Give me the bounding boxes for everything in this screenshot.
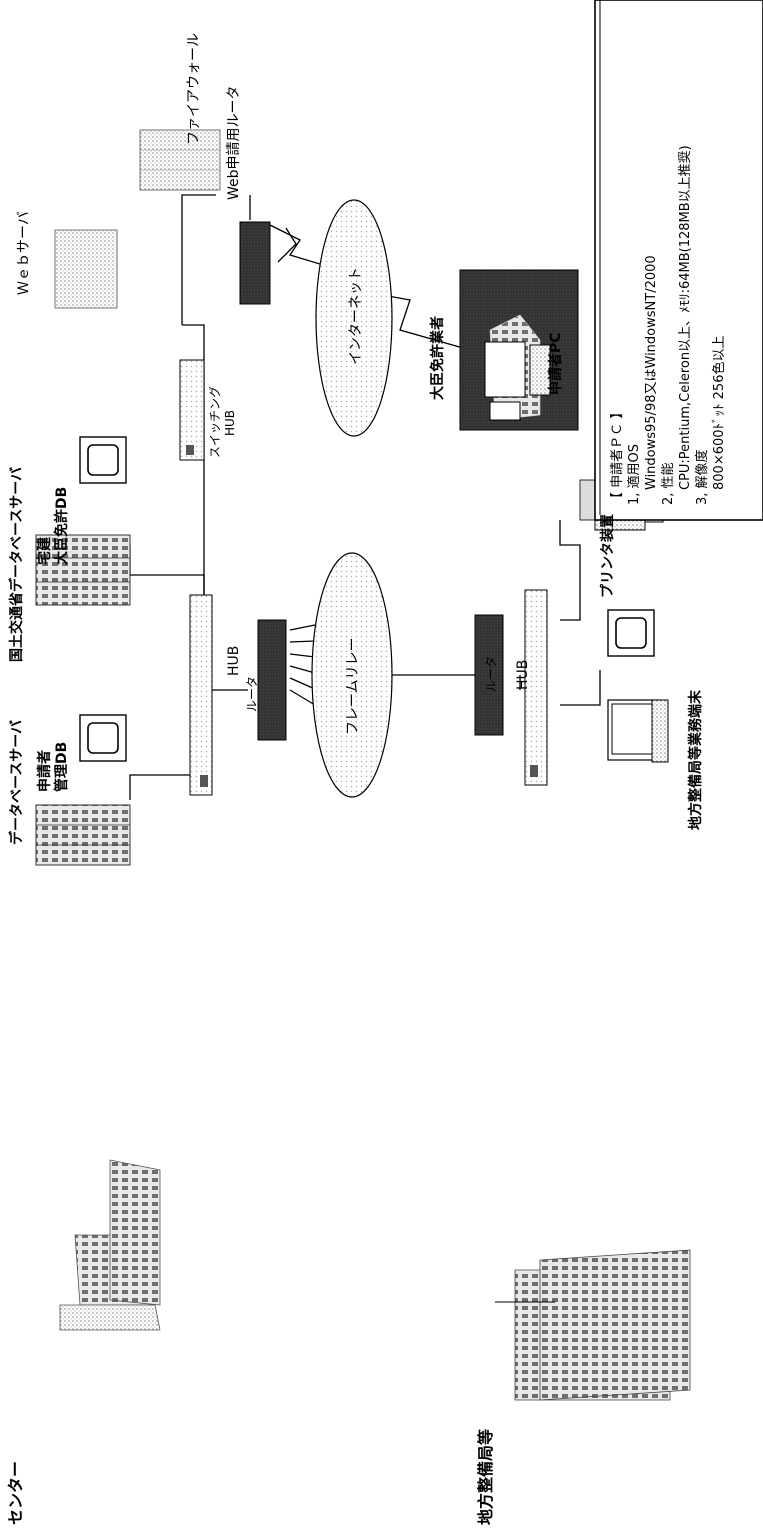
printer-label: プリンタ装置	[599, 514, 616, 598]
center-hub-label: HUB	[226, 646, 242, 676]
applicant-pc-label: 申請者PC	[547, 332, 564, 395]
spec-line-5: 3, 解像度	[694, 449, 710, 505]
license-db-monitor-icon	[80, 437, 126, 483]
regional-terminal-icon	[608, 610, 668, 762]
firewall-label: ファイアウォール	[186, 33, 202, 145]
web-server-label: Ｗｅｂサーバ	[16, 211, 32, 295]
regional-hub-label: HUB	[515, 660, 531, 690]
spec-line-3: 2, 性能	[661, 462, 676, 505]
web-router-label: Web申請用ルータ	[226, 85, 242, 200]
switching-hub-label-line2: HUB	[223, 410, 237, 436]
applicant-db-label-line2: 管理DB	[53, 742, 70, 792]
switching-hub-label-line1: スイッチング	[208, 386, 222, 458]
spec-line-1: 1, 適用OS	[626, 444, 642, 505]
firewall-icon	[140, 130, 220, 190]
spec-line-4: CPU:Pentium,Celeron以上、ﾒﾓﾘ:64MB(128MB以上推奨…	[678, 145, 693, 490]
spec-box-title: 【 申請者ＰＣ 】	[610, 406, 625, 505]
applicant-db-monitor-icon	[80, 715, 126, 761]
spec-line-2: Windows95/98又はWindowsNT/2000	[644, 255, 659, 490]
regional-router-label: ルータ	[484, 656, 498, 692]
regional-terminal-label: 地方整備局等業務端末	[687, 689, 704, 830]
internet-label: インターネット	[348, 267, 364, 365]
applicant-db-label-line1: 申請者	[36, 750, 53, 792]
center-router-label: ルータ	[245, 676, 259, 712]
regional-site-label: 地方整備局等	[476, 1429, 495, 1525]
web-router-icon	[240, 222, 270, 304]
frame-relay-label: フレームリレー	[345, 637, 361, 735]
web-server-icon	[55, 230, 117, 308]
minister-licensee-label: 大臣免許業者	[429, 316, 446, 400]
spec-line-6: 800×600ﾄﾞｯﾄ 256色以上	[711, 336, 727, 490]
database-server-icon	[36, 805, 130, 865]
switching-hub-icon	[180, 360, 204, 460]
mlit-server-label: 国土交通省データベースサーバ	[8, 467, 25, 662]
mlit-db-label-line1: 宅建	[36, 537, 53, 565]
regional-building-icon	[495, 1250, 690, 1400]
mlit-db-label-line2: 大臣免許DB	[53, 487, 70, 565]
db-server-label: データベースサーバ	[8, 720, 25, 845]
center-router-icon	[258, 620, 286, 740]
center-building-icon	[60, 1160, 160, 1330]
center-hub-icon	[190, 595, 212, 795]
center-site-label: センター	[6, 1461, 25, 1525]
